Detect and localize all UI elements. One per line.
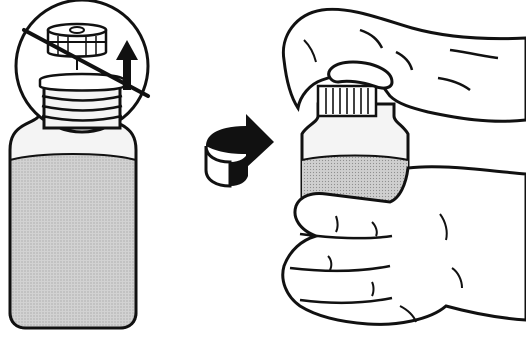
cap-ridged	[316, 84, 378, 118]
left-panel	[8, 0, 150, 330]
clockwise-twist-arrow-icon	[204, 114, 274, 188]
up-arrow-icon	[116, 40, 138, 90]
top-hand	[281, 7, 526, 123]
prohibition-slash	[22, 28, 150, 98]
bottle-right	[300, 84, 410, 208]
right-panel	[281, 7, 526, 326]
bottom-hand	[281, 165, 526, 326]
threaded-neck	[38, 72, 126, 130]
bottle-liquid	[10, 154, 136, 328]
prohibited-pull-off-cap-icon	[14, 0, 150, 134]
bottle-left	[8, 110, 138, 330]
